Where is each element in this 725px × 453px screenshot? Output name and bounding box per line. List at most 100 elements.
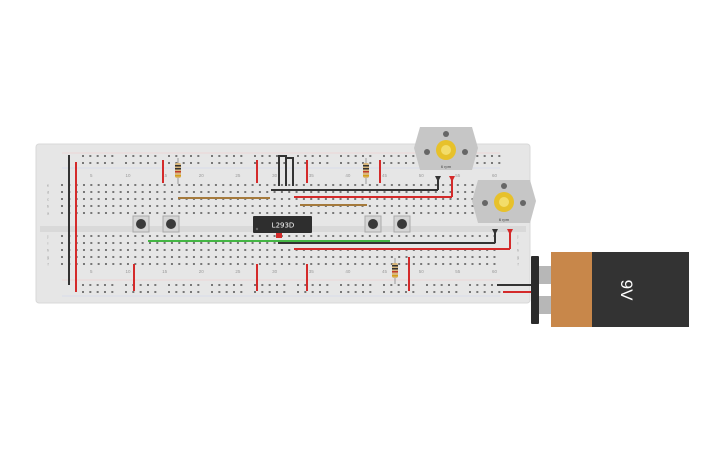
breadboard-hole [141, 235, 144, 237]
breadboard-hole [324, 198, 327, 200]
breadboard-hole [449, 191, 452, 193]
breadboard-hole [318, 291, 321, 293]
breadboard-hole [295, 263, 298, 265]
breadboard-hole [354, 256, 357, 258]
breadboard-hole [132, 291, 135, 293]
breadboard-hole [182, 284, 185, 286]
l293d-chip[interactable]: L293D [253, 216, 312, 238]
breadboard-hole [82, 249, 85, 251]
breadboard-hole [486, 263, 489, 265]
breadboard-hole [347, 291, 350, 293]
breadboard-hole [420, 198, 423, 200]
pushbutton[interactable] [393, 215, 411, 233]
breadboard-hole [185, 256, 188, 258]
breadboard-hole [126, 184, 129, 186]
breadboard-hole [405, 256, 408, 258]
breadboard-hole [251, 184, 254, 186]
breadboard-hole [268, 284, 271, 286]
breadboard-hole [163, 242, 166, 244]
breadboard-hole [310, 256, 313, 258]
breadboard-hole [273, 235, 276, 237]
breadboard-hole [61, 212, 63, 214]
breadboard-hole [207, 184, 210, 186]
battery-cap [551, 252, 592, 327]
breadboard-hole [433, 284, 436, 286]
breadboard-hole [440, 291, 443, 293]
breadboard-hole [302, 198, 305, 200]
column-number: 40 [345, 173, 351, 178]
breadboard-hole [189, 162, 192, 164]
breadboard-hole [244, 242, 247, 244]
breadboard-hole [442, 212, 445, 214]
breadboard-hole [434, 235, 437, 237]
breadboard-hole [97, 242, 100, 244]
breadboard-hole [412, 191, 415, 193]
breadboard-hole [397, 291, 400, 293]
column-number: 10 [125, 269, 131, 274]
breadboard-hole [207, 205, 210, 207]
breadboard-hole [302, 235, 305, 237]
breadboard-hole [168, 284, 170, 286]
breadboard-hole [214, 249, 217, 251]
pushbutton[interactable] [364, 215, 382, 233]
breadboard-hole [119, 263, 122, 265]
breadboard-hole [390, 184, 393, 186]
breadboard-hole [251, 263, 254, 265]
breadboard-hole [112, 249, 115, 251]
breadboard-hole [214, 212, 217, 214]
breadboard-hole [346, 256, 349, 258]
breadboard-hole [197, 284, 200, 286]
dc-motor-1[interactable]: 6 rpm [414, 127, 478, 182]
breadboard-hole [369, 291, 372, 293]
breadboard-hole [97, 249, 100, 251]
breadboard-hole [486, 235, 489, 237]
breadboard-hole [361, 212, 364, 214]
breadboard-hole [104, 235, 107, 237]
breadboard-hole [471, 184, 474, 186]
breadboard-hole [185, 191, 188, 193]
battery-9v[interactable]: 9V [531, 252, 689, 327]
breadboard-hole [273, 191, 276, 193]
column-number: 25 [235, 269, 241, 274]
breadboard-hole [192, 212, 195, 214]
breadboard-hole [456, 184, 459, 186]
breadboard-hole [471, 256, 474, 258]
breadboard-hole [412, 235, 415, 237]
breadboard-hole [207, 263, 210, 265]
breadboard-hole [346, 212, 349, 214]
breadboard-hole [104, 249, 107, 251]
breadboard-hole [340, 284, 342, 286]
breadboard-hole [170, 205, 173, 207]
breadboard-hole [225, 291, 228, 293]
breadboard-hole [361, 284, 364, 286]
breadboard-hole [119, 242, 122, 244]
breadboard-hole [405, 263, 408, 265]
breadboard-hole [347, 284, 350, 286]
breadboard-hole [433, 291, 436, 293]
breadboard-hole [405, 212, 408, 214]
breadboard-hole [361, 235, 364, 237]
breadboard-hole [258, 191, 261, 193]
breadboard-hole [405, 205, 408, 207]
pushbutton[interactable] [162, 215, 180, 233]
breadboard-hole [397, 284, 400, 286]
breadboard-hole [185, 184, 188, 186]
breadboard-hole [339, 198, 342, 200]
row-letter: e [47, 183, 50, 188]
breadboard-hole [229, 191, 232, 193]
breadboard-hole [185, 235, 188, 237]
breadboard-hole [222, 263, 225, 265]
breadboard-hole [185, 249, 188, 251]
breadboard-hole [261, 162, 264, 164]
breadboard-hole [317, 263, 320, 265]
breadboard-hole [340, 155, 342, 157]
row-letter: h [517, 248, 519, 253]
breadboard-hole [390, 162, 393, 164]
pushbutton[interactable] [132, 215, 150, 233]
breadboard-hole [141, 191, 144, 193]
breadboard-hole [339, 235, 342, 237]
breadboard-hole [478, 235, 481, 237]
dc-motor-2[interactable]: 6 rpm [472, 180, 536, 235]
breadboard-hole [420, 191, 423, 193]
breadboard-hole [112, 184, 115, 186]
